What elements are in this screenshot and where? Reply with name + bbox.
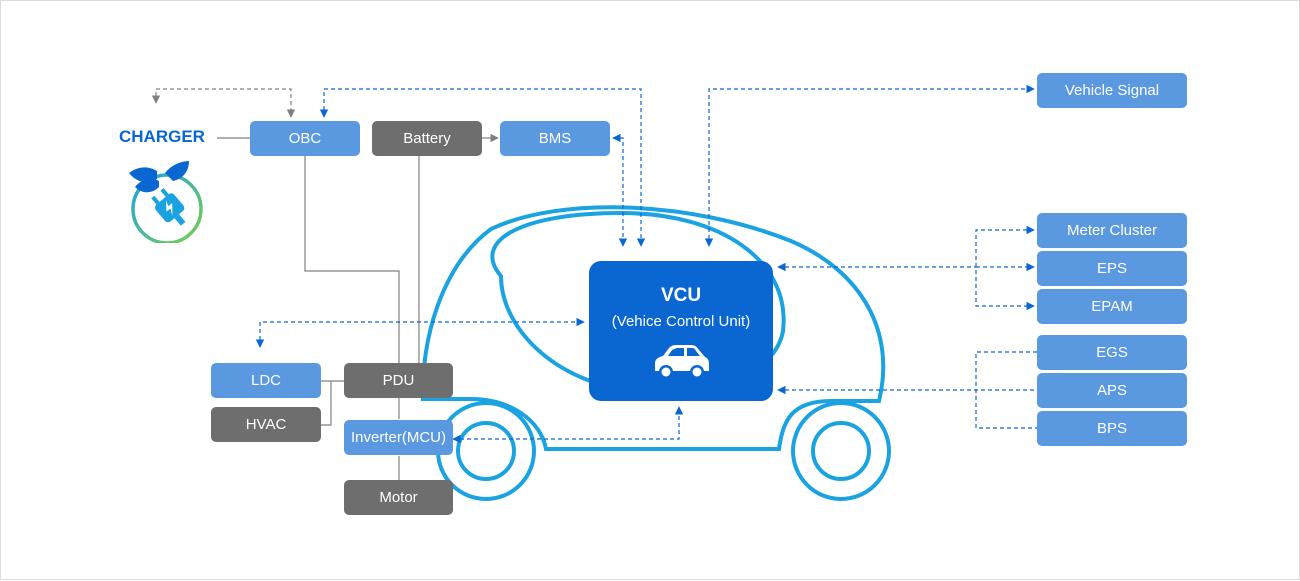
bps-box[interactable]: BPS bbox=[1037, 411, 1187, 446]
inverter-box[interactable]: Inverter(MCU) bbox=[344, 420, 453, 455]
bms-box[interactable]: BMS bbox=[500, 121, 610, 156]
eps-box[interactable]: EPS bbox=[1037, 251, 1187, 286]
aps-box[interactable]: APS bbox=[1037, 373, 1187, 408]
vcu-title: VCU bbox=[660, 285, 702, 306]
meter-cluster-box[interactable]: Meter Cluster bbox=[1037, 213, 1187, 248]
charger-label: CHARGER bbox=[119, 127, 205, 146]
epam-box[interactable]: EPAM bbox=[1037, 289, 1187, 324]
eco-plug-icon bbox=[113, 159, 209, 248]
vehicle-signal-box[interactable]: Vehicle Signal bbox=[1037, 73, 1187, 108]
obc-box[interactable]: OBC bbox=[250, 121, 360, 156]
car-icon bbox=[651, 343, 711, 388]
egs-box[interactable]: EGS bbox=[1037, 335, 1187, 370]
pdu-box[interactable]: PDU bbox=[344, 363, 453, 398]
vcu-box[interactable]: VCU (Vehice Control Unit) bbox=[589, 261, 773, 401]
motor-box[interactable]: Motor bbox=[344, 480, 453, 515]
ldc-box[interactable]: LDC bbox=[211, 363, 321, 398]
hvac-box[interactable]: HVAC bbox=[211, 407, 321, 442]
vcu-subtitle: (Vehice Control Unit) bbox=[611, 313, 751, 330]
battery-box[interactable]: Battery bbox=[372, 121, 482, 156]
